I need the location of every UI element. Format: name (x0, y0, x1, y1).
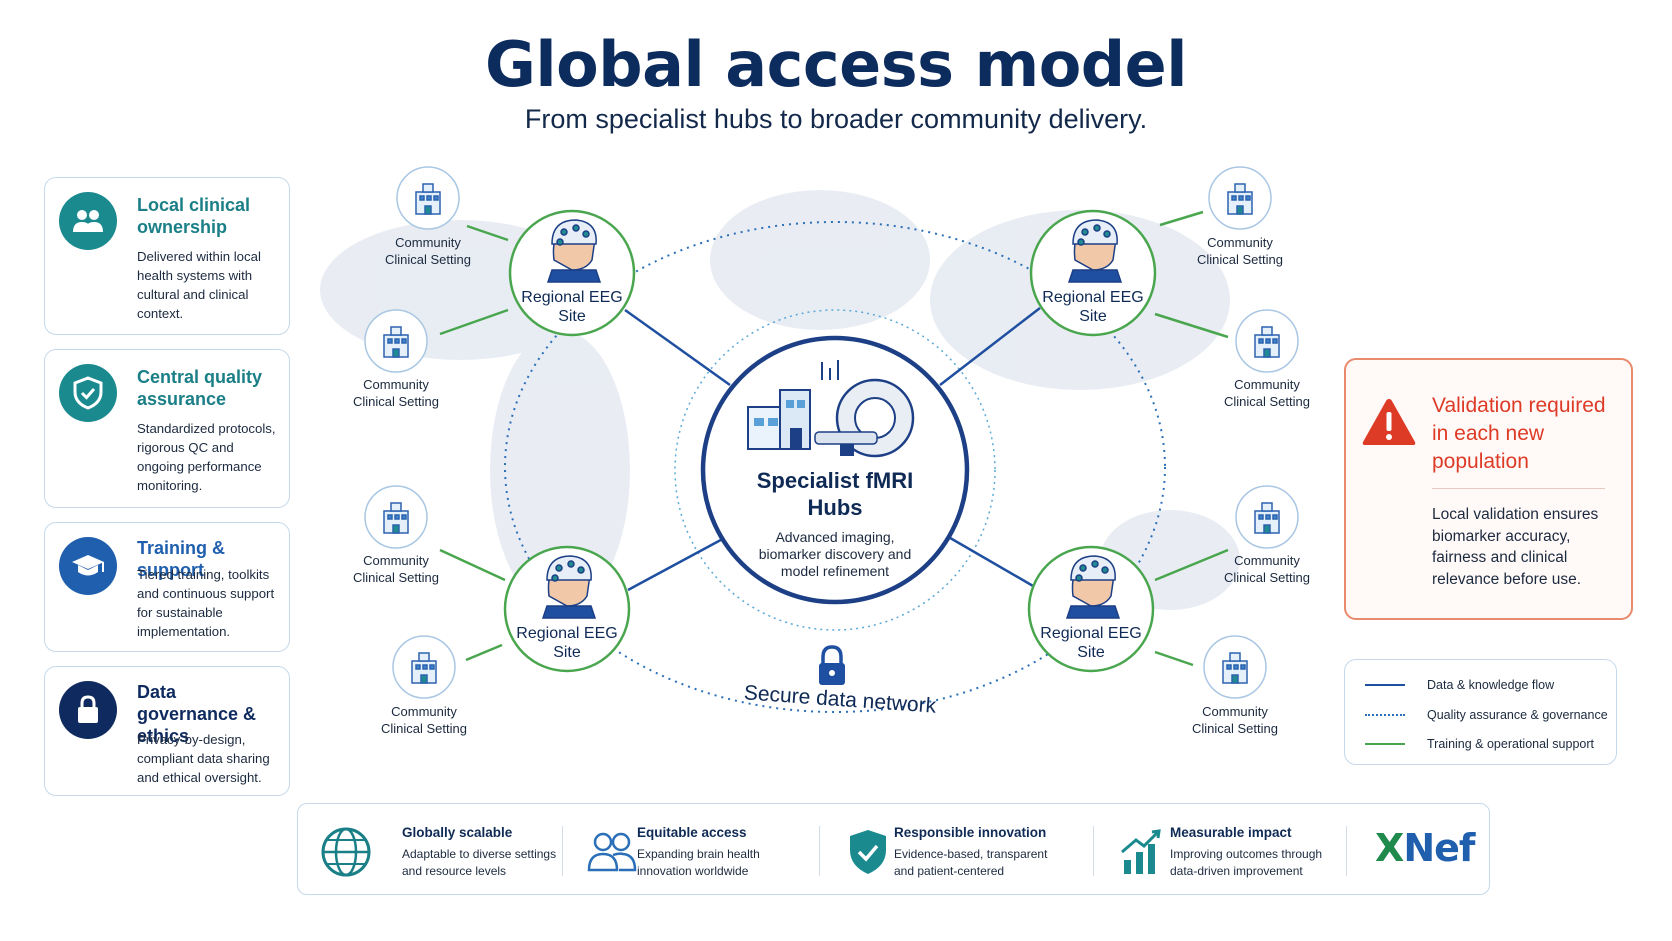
community-sites (364, 166, 1299, 699)
xnef-logo: XNef (1375, 826, 1475, 870)
card-local-clinical-ownership: Local clinical ownership Delivered withi… (44, 177, 290, 335)
legend-item: Training & operational support (1365, 735, 1594, 753)
benefit-description: Expanding brain health innovation worldw… (637, 847, 760, 878)
training-line-1 (466, 224, 509, 242)
card-training-support: Training & support Tiered training, tool… (44, 522, 290, 652)
data-line-tl (624, 308, 731, 387)
data-line-tr (939, 307, 1041, 386)
regional-site-label: Regional EEG Site (516, 625, 618, 661)
warning-title: Validation required in each new populati… (1432, 394, 1606, 473)
benefit-title: Responsible innovation (894, 825, 1047, 840)
eeg-head-icon (541, 219, 1123, 619)
community-site-label: Community Clinical Setting (1224, 377, 1310, 409)
people-icon (59, 192, 117, 250)
benefit-globally-scalable: Globally scalable Adaptable to diverse s… (298, 804, 558, 896)
benefit-title: Equitable access (637, 825, 747, 840)
training-line-2 (439, 308, 509, 336)
graduation-cap-icon (59, 537, 117, 595)
community-site-label: Community Clinical Setting (1192, 704, 1278, 736)
benefit-description: Improving outcomes through data-driven i… (1170, 847, 1323, 878)
training-line-7 (1154, 548, 1229, 582)
people-outline-icon (587, 832, 637, 872)
divider (1346, 826, 1347, 876)
benefit-title: Globally scalable (402, 825, 513, 840)
regional-site-label: Regional EEG Site (1042, 289, 1144, 325)
community-site-label: Community Clinical Setting (1197, 235, 1283, 267)
divider (562, 826, 563, 876)
training-line-5 (1159, 210, 1204, 227)
benefit-equitable-access: Equitable access Expanding brain health … (563, 804, 823, 896)
benefits-bar: Globally scalable Adaptable to diverse s… (297, 803, 1490, 895)
padlock-icon (819, 645, 845, 685)
training-line-4 (465, 643, 503, 662)
card-central-quality-assurance: Central quality assurance Standardized p… (44, 349, 290, 508)
training-line-8 (1154, 650, 1194, 667)
data-line-br (944, 533, 1041, 592)
card-title: Training & support (137, 538, 226, 580)
padlock-icon (59, 681, 117, 739)
card-description: Privacy-by-design, compliant data sharin… (137, 732, 270, 785)
legend-swatch-green (1365, 743, 1405, 745)
card-description: Standardized protocols, rigorous QC and … (137, 421, 276, 493)
warning-triangle-icon (1362, 399, 1416, 445)
shield-check-icon (59, 364, 117, 422)
validation-warning-card: Validation required in each new populati… (1344, 358, 1633, 620)
benefit-title: Measurable impact (1170, 825, 1292, 840)
legend-swatch-solid (1365, 684, 1405, 686)
divider (819, 826, 820, 876)
benefit-description: Evidence-based, transparent and patient-… (894, 847, 1048, 878)
card-description: Tiered training, toolkits and continuous… (137, 567, 275, 639)
globe-icon (321, 827, 371, 877)
card-description: Delivered within local health systems wi… (137, 249, 261, 321)
training-line-3 (439, 548, 506, 582)
card-title: Central quality assurance (137, 367, 263, 409)
community-site-label: Community Clinical Setting (1224, 553, 1310, 585)
card-title: Local clinical ownership (137, 195, 251, 237)
benefit-responsible-innovation: Responsible innovation Evidence-based, t… (820, 804, 1080, 896)
community-site-label: Community Clinical Setting (385, 235, 471, 267)
data-line-bl (627, 533, 731, 592)
community-site-label: Community Clinical Setting (353, 377, 439, 409)
legend: Data & knowledge flow Quality assurance … (1344, 659, 1617, 765)
legend-label: Data & knowledge flow (1427, 678, 1555, 692)
card-title: Data governance & ethics (137, 682, 257, 746)
hub-description: Advanced imaging, biomarker discovery an… (758, 529, 912, 579)
quality-ring-outer (504, 221, 1166, 713)
bar-chart-up-icon (1121, 829, 1161, 874)
legend-item: Quality assurance & governance (1365, 706, 1608, 724)
legend-swatch-dotted (1365, 714, 1405, 716)
benefit-measurable-impact: Measurable impact Improving outcomes thr… (1094, 804, 1344, 896)
legend-label: Quality assurance & governance (1427, 708, 1608, 722)
building-icon (383, 183, 1280, 684)
legend-item: Data & knowledge flow (1365, 676, 1554, 694)
page-subtitle: From specialist hubs to broader communit… (524, 104, 1148, 134)
community-site-label: Community Clinical Setting (381, 704, 467, 736)
card-data-governance-ethics: Data governance & ethics Privacy-by-desi… (44, 666, 290, 796)
hospital-mri-icon (747, 360, 915, 458)
shield-check-icon (850, 830, 886, 874)
regional-site-label: Regional EEG Site (1040, 625, 1142, 661)
training-line-6 (1154, 312, 1229, 339)
regional-site-label: Regional EEG Site (521, 289, 623, 325)
community-site-label: Community Clinical Setting (353, 553, 439, 585)
benefit-description: Adaptable to diverse settings and resour… (402, 847, 557, 878)
quality-ring-inner (674, 309, 996, 631)
hub-title: Specialist fMRI Hubs (756, 468, 914, 520)
page-title: Global access model (485, 28, 1187, 101)
divider (1093, 826, 1094, 876)
warning-description: Local validation ensures biomarker accur… (1432, 506, 1599, 588)
warning-divider (1432, 488, 1605, 489)
legend-label: Training & operational support (1427, 737, 1594, 751)
